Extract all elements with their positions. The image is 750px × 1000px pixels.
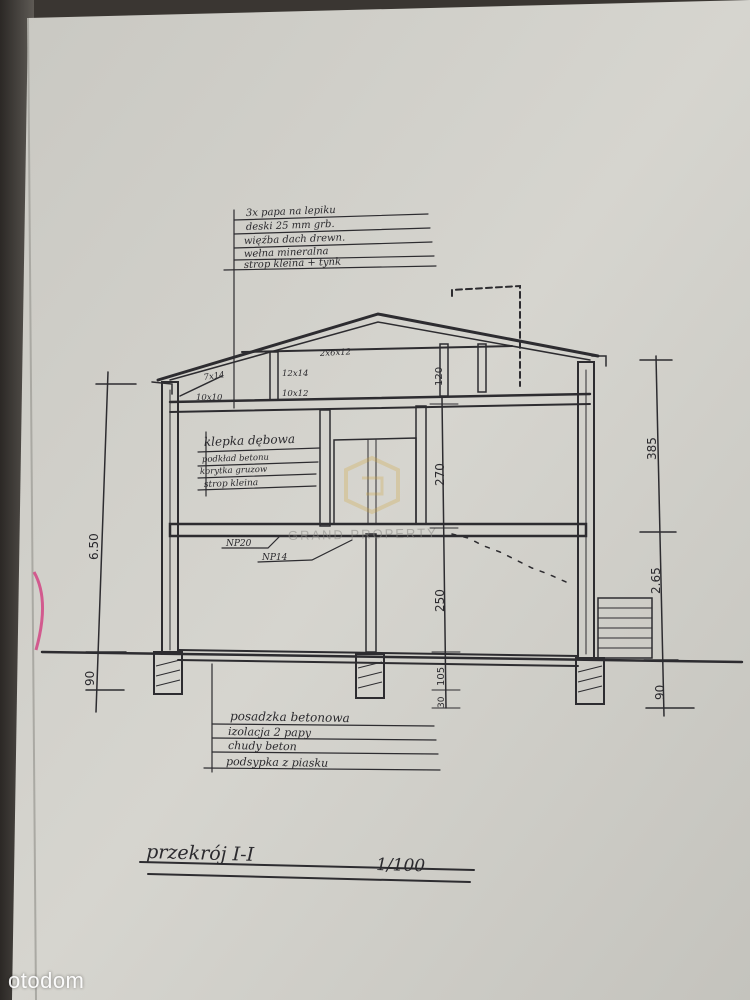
dim-right-vertical [655,355,665,717]
eave-left [151,381,173,395]
strut-left [179,375,223,397]
brand-watermark: otodom [8,968,85,993]
door-leaf [367,439,377,525]
label-np14: NP14 [261,553,288,563]
eave-right [591,355,607,367]
dim-upper-floor: 270 [433,463,447,486]
label-wall-plate: 10x10 [196,393,223,403]
dim-middle-vertical [441,397,447,709]
dim-left-vertical [95,371,109,713]
label-strut: 7x14 [203,370,225,383]
roof-note-4: wełna mineralna [244,246,329,260]
attic-beam [168,392,592,404]
entry-steps-lines [597,607,653,649]
dim-right-lower: 2.65 [649,567,663,594]
doorway [333,437,417,525]
collar-beam [241,345,513,353]
slab-leaders [221,535,353,563]
attic-beam-lower [169,403,591,413]
footing-hatch [155,659,603,693]
paper-sheet [12,0,750,1000]
footing-mid [355,653,385,699]
margin-mark [32,571,44,651]
dim-left-height: 6.50 [87,533,101,560]
foundation-note-4: podsypka z piasku [226,755,328,770]
dim-right-ticks [639,359,695,709]
label-rafter: 2x6x12 [319,347,352,359]
inner-wall-a [319,409,331,527]
dim-base: 30 [437,696,447,708]
dim-footing: 105 [436,667,447,686]
dim-attic: 120 [434,367,445,386]
roof-note-5: strop kleina + tynk [244,257,342,271]
watermark-logo [344,455,400,515]
roof-note-3: więźba dach drewn. [244,232,346,247]
ground-line [40,650,744,664]
footing-left [153,651,183,695]
label-post: 12x14 [282,369,308,379]
chimney-outline [451,284,521,387]
roof-note-2: deski 25 mm grb. [246,219,335,233]
foundation-note-1: posadzka betonowa [230,709,350,725]
stairs [451,533,567,583]
section-title: przekrój I-I [146,841,255,866]
floor-note-3: korytka gruzow [200,465,268,477]
dim-left-ticks [85,383,137,691]
watermark-text: GRAND PROPERTY [288,525,438,543]
roof-notes-rules [223,213,437,271]
label-np20: NP20 [225,539,252,549]
first-floor-slab [168,522,588,538]
foundation-notes-rules [203,723,441,771]
paper-fold [27,17,37,1000]
label-beam: 10x12 [282,389,308,399]
dim-middle-ticks [429,403,461,709]
wall-left [161,381,179,655]
floor-notes-rules [197,447,321,491]
floor-note-1: klepka dębowa [204,432,296,449]
dim-right-total: 385 [645,437,659,460]
attic-post-right [477,343,487,393]
dim-ground-floor: 250 [433,589,447,612]
title-underline [139,861,475,883]
roof-outline [156,312,600,382]
section-scale: 1/100 [376,855,426,876]
footing-right [575,657,605,705]
foundation-note-3: chudy beton [228,739,297,753]
floor-note-2: podkład betonu [202,453,269,465]
floor-note-4: strop kleina [204,478,259,490]
foundation-note-2: izolacja 2 papy [228,725,312,739]
dim-right-foundation: 90 [653,685,667,700]
dim-left-foundation: 90 [83,671,97,686]
roof-note-1: 3x papa na lepiku [246,205,336,219]
